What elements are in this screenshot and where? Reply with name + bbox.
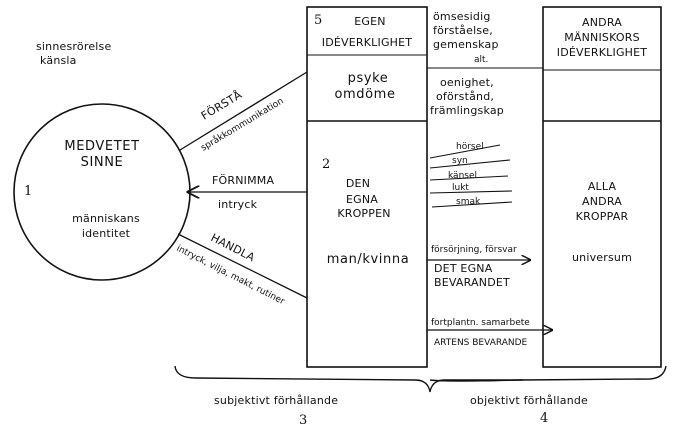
handla-arrow: [177, 233, 308, 299]
circle-number: 1: [24, 184, 32, 199]
middle-bottom-body: man/kvinna: [327, 252, 410, 267]
right-bottom-title-line-2: ANDRA: [582, 195, 622, 208]
circle-title-line-2: SINNE: [81, 155, 124, 170]
forsta-label: FÖRSTÅ: [199, 88, 245, 122]
middle-top-title-line-2: IDÉVERKLIGHET: [322, 36, 413, 49]
right-top-title-line-2: MÄNNISKORS: [564, 31, 640, 44]
circle-title-line-1: MEDVETET: [64, 139, 139, 154]
sense-line-1: [429, 144, 501, 159]
right-bottom-body: universum: [572, 251, 632, 264]
handla-label: HANDLA: [209, 231, 258, 264]
middle-top-title-line-1: EGEN: [354, 15, 385, 28]
cooperation-label: fortplantn. samarbete: [431, 318, 530, 328]
right-top-title-line-3: IDÉVERKLIGHET: [557, 46, 648, 59]
self-preservation-line-1: DET EGNA: [434, 262, 493, 275]
objective-number: 4: [540, 411, 548, 426]
right-top-title-line-1: ANDRA: [582, 16, 622, 29]
between-middle-line-1: oenighet,: [440, 76, 494, 89]
fornimma-sub-label: intryck: [218, 198, 258, 211]
left-note-line-2: känsla: [40, 54, 77, 67]
sense-line-2: [429, 159, 511, 169]
middle-box: [306, 6, 428, 368]
between-top-line-2: förståelse,: [433, 24, 493, 37]
self-preservation-line-2: BEVARANDET: [434, 276, 510, 289]
right-bottom-title-line-1: ALLA: [588, 180, 617, 193]
middle-top-number: 5: [314, 13, 322, 28]
middle-bottom-title-line-3: KROPPEN: [337, 207, 390, 220]
forsta-arrow: [179, 71, 308, 151]
sense-label-taste: smak: [456, 197, 481, 207]
circle-subtitle-line-1: människans: [72, 212, 140, 225]
middle-bottom-title-line-2: EGNA: [346, 193, 378, 206]
middle-top-body-line-1: psyke: [348, 71, 389, 86]
middle-bottom-number: 2: [322, 157, 330, 172]
objective-label: objektivt förhållande: [470, 394, 588, 407]
sense-label-touch: känsel: [448, 171, 477, 181]
between-top-line-1: ömsesidig: [433, 10, 491, 23]
subjective-brace: [174, 365, 523, 393]
middle-top-body-line-2: omdöme: [334, 87, 395, 102]
sense-label-sight: syn: [452, 156, 468, 166]
right-box: [542, 6, 662, 368]
fornimma-label: FÖRNIMMA: [212, 174, 274, 187]
sense-label-smell: lukt: [452, 183, 469, 193]
mind-circle: [13, 103, 191, 281]
sense-line-3: [429, 175, 509, 181]
between-middle-line-2: oförstånd,: [436, 90, 494, 103]
circle-subtitle-line-2: identitet: [82, 227, 131, 240]
species-preservation-label: ARTENS BEVARANDE: [434, 338, 528, 348]
subjective-label: subjektivt förhållande: [214, 394, 338, 407]
middle-bottom-title-line-1: DEN: [346, 177, 370, 190]
left-note-line-1: sinnesrörelse: [36, 40, 111, 53]
subjective-number: 3: [299, 413, 307, 428]
sense-line-4: [429, 190, 513, 194]
right-bottom-title-line-3: KROPPAR: [576, 210, 629, 223]
objective-brace: [429, 365, 667, 382]
sense-line-5: [431, 201, 513, 208]
between-top-line-3: gemenskap: [433, 38, 499, 51]
between-top-line-4: alt.: [474, 55, 488, 65]
provision-label: försörjning, försvar: [431, 245, 517, 255]
between-middle-line-3: främlingskap: [430, 104, 504, 117]
sense-label-hearing: hörsel: [456, 142, 484, 152]
